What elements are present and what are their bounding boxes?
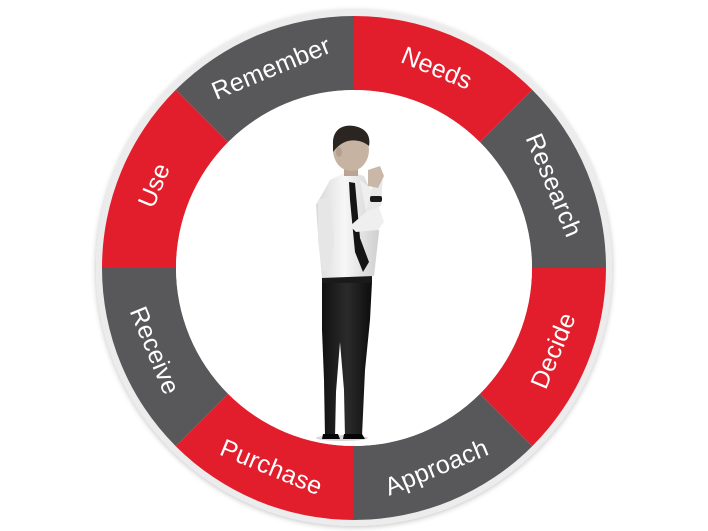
- ring-segment-decide: [479, 268, 606, 447]
- ring-segment-research: [479, 89, 606, 269]
- ring-segment-needs: [354, 16, 533, 143]
- ring-segments: [102, 16, 606, 520]
- thinking-businessman-figure: [316, 125, 384, 441]
- ring-segment-purchase: [175, 393, 354, 520]
- ring-segment-use: [102, 89, 229, 269]
- ring-segment-receive: [102, 268, 229, 447]
- ring-segment-approach: [354, 393, 533, 520]
- ring-segment-remember: [175, 16, 354, 143]
